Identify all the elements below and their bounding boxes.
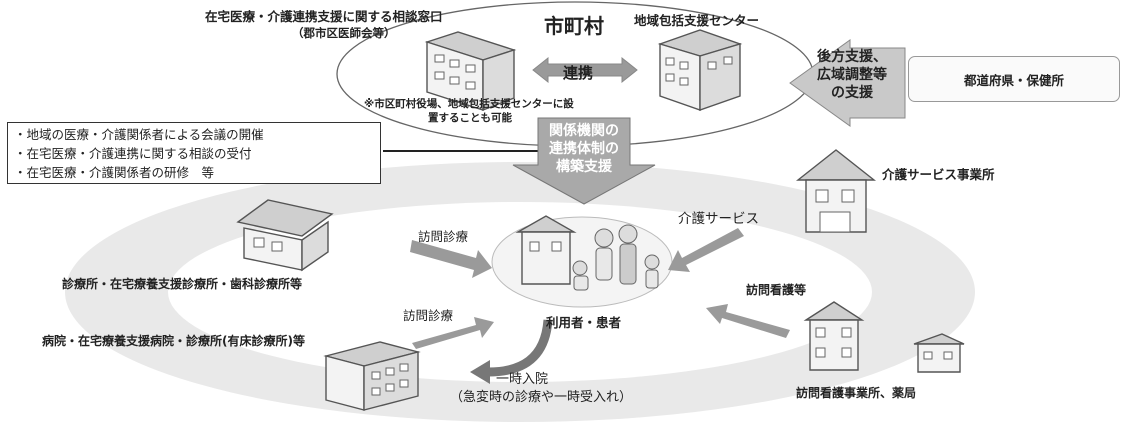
home-visit-care-label-2: 訪問診療 <box>403 308 454 323</box>
hospital-label: 病院・在宅療養支援病院・診療所(有床診療所)等 <box>42 334 305 348</box>
care-service-building-icon <box>795 149 877 233</box>
community-center-label: 地域包括支援センター <box>634 13 760 28</box>
patient-home-illustration <box>515 215 660 291</box>
clinic-building-icon <box>236 199 334 272</box>
prefecture-label: 都道府県・保健所 <box>963 72 1064 88</box>
care-service-arrow-label: 介護サービス <box>678 211 759 227</box>
renkei-label: 連携 <box>563 64 594 82</box>
placement-note: ※市区町村役場、地域包括支援センターに設 <box>364 98 574 110</box>
consult-window-building-icon <box>424 31 517 112</box>
municipality-title: 市町村 <box>544 14 604 38</box>
temp-admission-arrowhead <box>470 360 490 384</box>
visiting-nursing-label: 訪問看護等 <box>746 283 807 297</box>
center-arrow-label: 関係機関の 連携体制の 構築支援 <box>540 122 628 176</box>
center-down-arrow <box>512 117 656 205</box>
activity-item: ・在宅医療・介護関係者の研修 等 <box>14 165 215 180</box>
support-arrow-label: 後方支援、 広域調整等 の支援 <box>806 48 898 102</box>
activity-item: ・在宅医療・介護連携に関する相談の受付 <box>14 146 252 161</box>
center-arrow-line: 構築支援 <box>556 159 612 175</box>
renkei-double-arrow <box>532 56 638 84</box>
consult-window-label: 在宅医療・介護連携支援に関する相談窓口 <box>205 9 443 24</box>
home-visit-care-label: 訪問診療 <box>418 229 469 244</box>
support-arrow-line: 後方支援、 <box>817 49 887 65</box>
placement-note-cont: 置することも可能 <box>428 112 512 124</box>
community-center-building-icon <box>657 29 743 111</box>
temp-admission-arrow <box>487 319 553 377</box>
clinic-label: 診療所・在宅療養支援診療所・歯科診療所等 <box>62 277 303 291</box>
arrow-nursing <box>706 304 790 338</box>
nursing-station-label: 訪問看護事業所、薬局 <box>796 386 917 400</box>
consult-window-sublabel: （郡市区医師会等） <box>292 26 396 40</box>
arrow-care-service <box>668 228 744 272</box>
nursing-station-building-icon <box>803 301 965 373</box>
prefecture-box: 都道府県・保健所 <box>908 56 1120 102</box>
arrow-clinic <box>410 240 492 278</box>
support-arrow-line: の支援 <box>831 85 873 101</box>
hospital-building-icon <box>323 341 421 411</box>
support-arrow-line: 広域調整等 <box>817 67 887 83</box>
center-arrow-line: 関係機関の <box>549 123 619 139</box>
support-arrow <box>789 39 906 127</box>
arrow-hospital <box>412 317 494 349</box>
user-patient-label: 利用者・患者 <box>546 315 622 330</box>
center-arrow-line: 連携体制の <box>549 141 619 157</box>
temp-admission-sublabel: （急変時の診療や一時受入れ） <box>450 390 633 405</box>
activity-item: ・地域の医療・介護関係者による会議の開催 <box>14 127 264 142</box>
temp-admission-label: 一時入院 <box>496 372 549 387</box>
care-service-office-label: 介護サービス事業所 <box>882 167 995 182</box>
activities-box: ・地域の医療・介護関係者による会議の開催 ・在宅医療・介護連携に関する相談の受付… <box>7 122 381 184</box>
